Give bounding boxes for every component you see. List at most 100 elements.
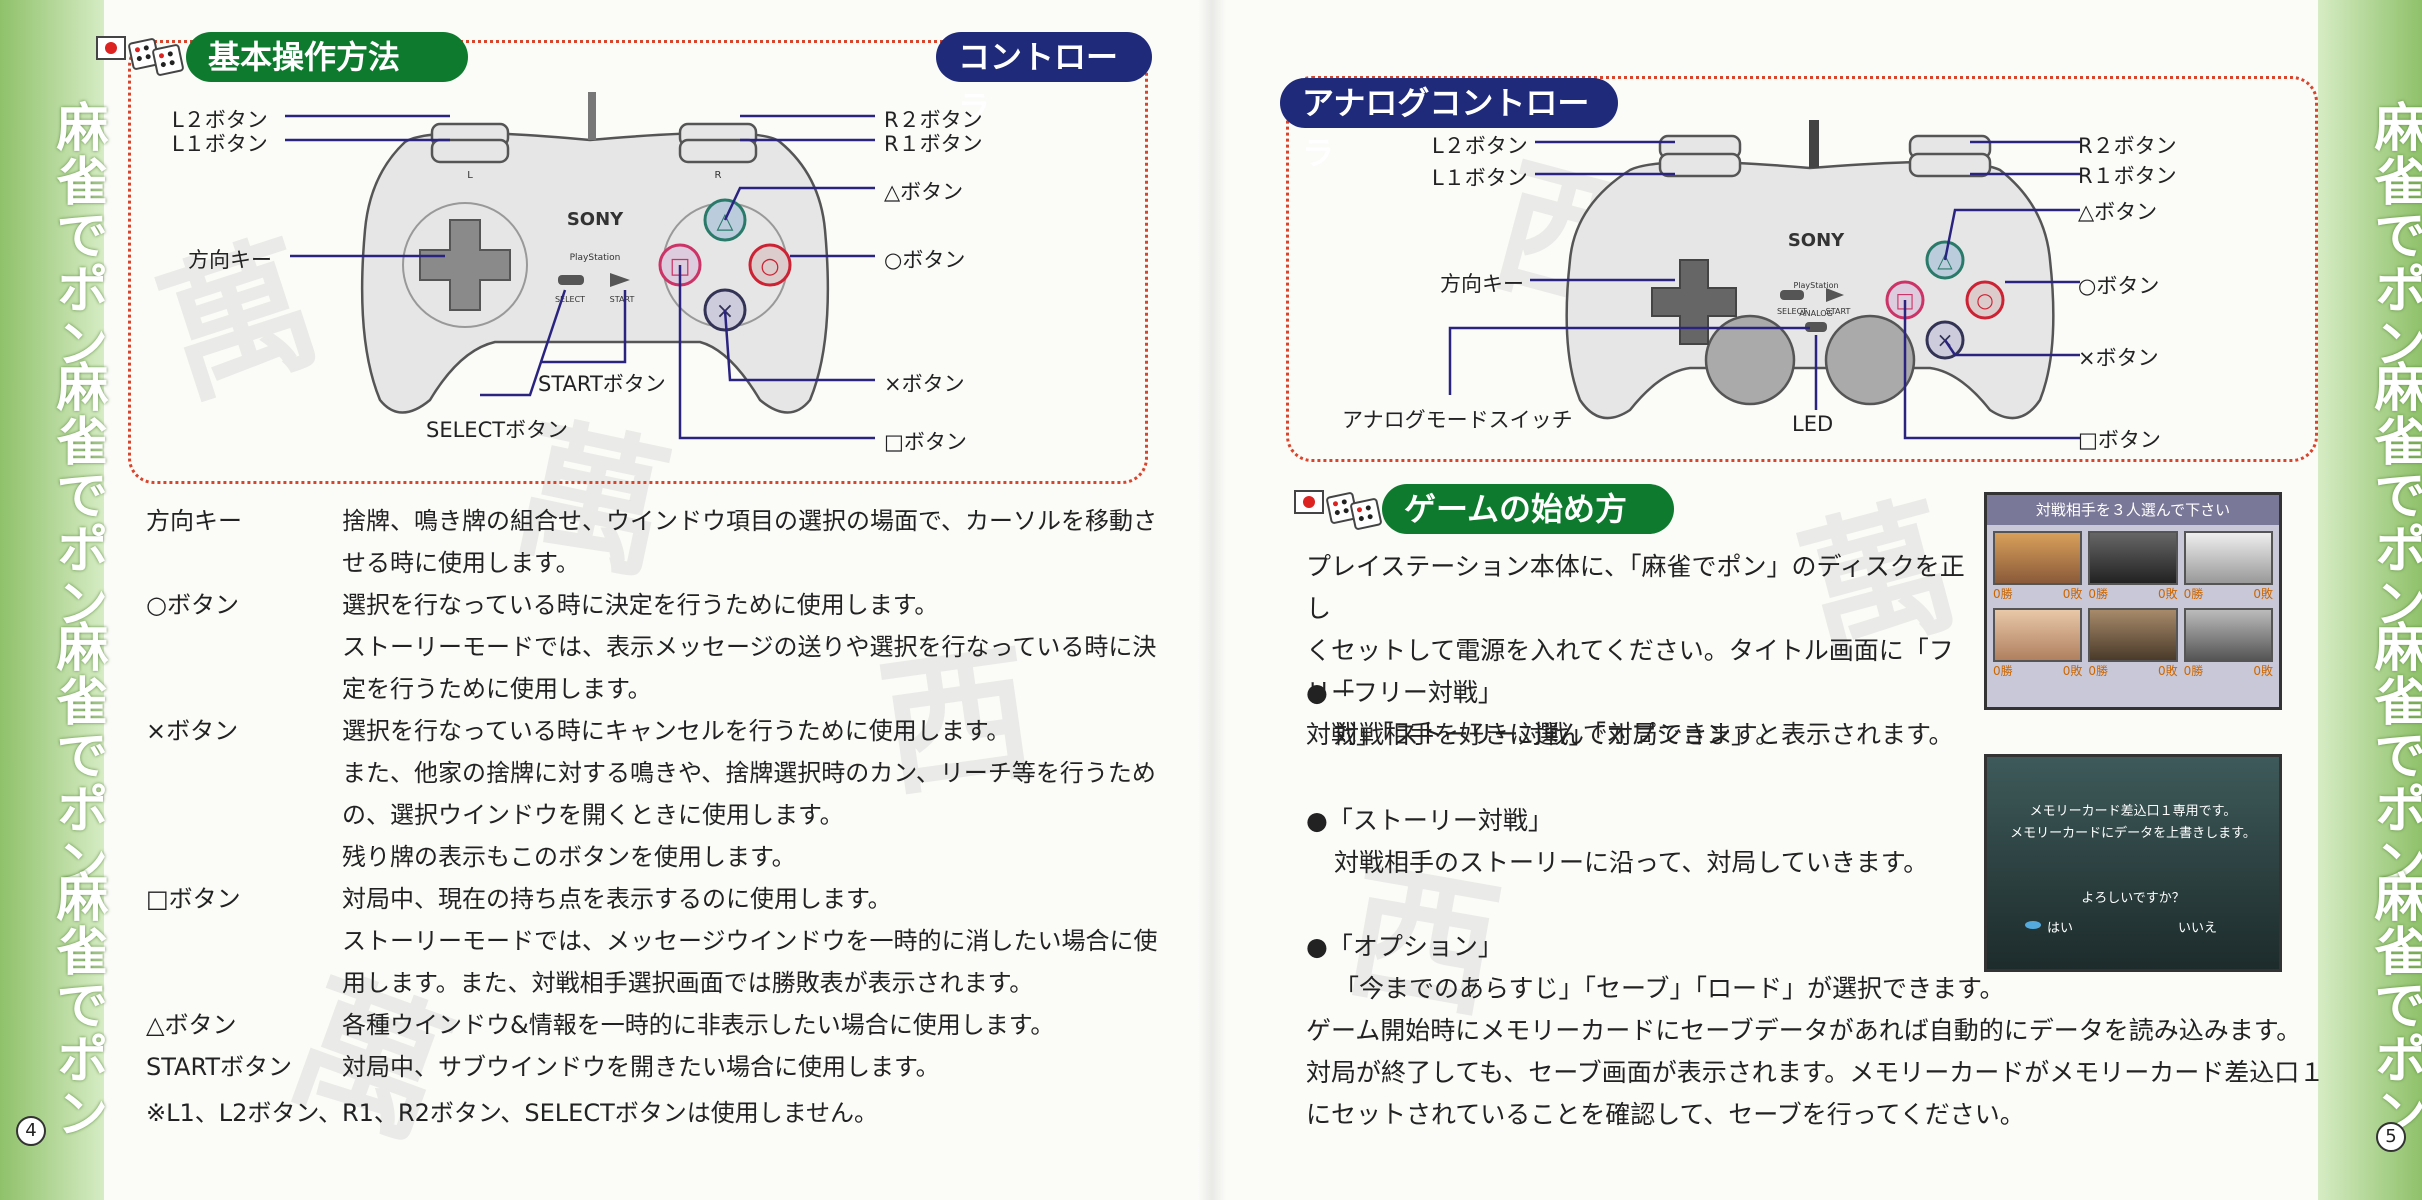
side-band-text: 麻雀でポン bbox=[2365, 360, 2422, 630]
flag-dice-icon bbox=[1294, 486, 1384, 536]
analog-label-circle: ○ボタン bbox=[2078, 274, 2160, 298]
desc-line: の、選択ウインドウを開くときに使用します。 bbox=[342, 801, 844, 829]
mode-option: ●「オプション」 「今までのあらすじ」「セーブ」「ロード」が選択できます。 ゲー… bbox=[1306, 926, 2406, 1136]
label-l2: L２ボタン bbox=[172, 108, 268, 132]
side-band-text: 麻雀でポン bbox=[47, 870, 107, 1140]
desc-text: 各種ウインドウ&情報を一時的に非表示したい場合に使用します。 bbox=[342, 1004, 1284, 1046]
label-square: □ボタン bbox=[884, 430, 967, 454]
no-option[interactable]: いいえ bbox=[2177, 921, 2217, 936]
l-small-text: L bbox=[467, 170, 473, 181]
desc-line: 対局中、サブウインドウを開きたい場合に使用します。 bbox=[342, 1053, 940, 1081]
side-band-text: 麻雀でポン bbox=[47, 360, 107, 630]
desc-row: ○ボタン 選択を行なっている時に決定を行うために使用します。 ストーリーモードで… bbox=[146, 584, 1286, 710]
desc-text: 対局中、サブウインドウを開きたい場合に使用します。 bbox=[342, 1046, 1284, 1088]
screenshot-header: 対戦相手を３人選んで下さい bbox=[1987, 495, 2279, 525]
page-number-right: 5 bbox=[2376, 1122, 2406, 1152]
desc-row: △ボタン 各種ウインドウ&情報を一時的に非表示したい場合に使用します。 bbox=[146, 1004, 1286, 1046]
loss-count: 0敗 bbox=[2158, 664, 2178, 678]
label-cross: ×ボタン bbox=[884, 372, 965, 396]
desc-key: ○ボタン bbox=[146, 591, 239, 619]
side-band-text: 麻雀でポン bbox=[2365, 100, 2422, 370]
opponent-cell: 0勝 0敗 bbox=[2088, 608, 2178, 679]
desc-text: 捨牌、鳴き牌の組合せ、ウインドウ項目の選択の場面で、カーソルを移動さ せる時に使… bbox=[342, 500, 1284, 584]
svg-text:△: △ bbox=[717, 209, 734, 234]
yes-option[interactable]: はい bbox=[2047, 921, 2074, 936]
right-side-band: 麻雀でポン 麻雀でポン 麻雀でポン 麻雀でポン bbox=[2318, 0, 2422, 1200]
desc-line: せる時に使用します。 bbox=[342, 549, 580, 577]
label-select: SELECTボタン bbox=[426, 418, 569, 442]
analog-label-cross: ×ボタン bbox=[2078, 346, 2159, 370]
desc-line: ストーリーモードでは、メッセージウインドウを一時的に消したい場合に使 bbox=[342, 927, 1158, 955]
analog-label-l2: L２ボタン bbox=[1432, 134, 1528, 158]
side-band-text: 麻雀でポン bbox=[47, 100, 107, 370]
controller-title: コントローラ bbox=[936, 32, 1152, 126]
opponent-cell: 0勝 0敗 bbox=[2088, 531, 2178, 602]
brand-text: SONY bbox=[1788, 230, 1845, 251]
mode-desc: 対戦相手を好きに選んで対局できます。 bbox=[1334, 720, 1781, 749]
desc-line: ストーリーモードでは、表示メッセージの送りや選択を行なっている時に決 bbox=[342, 633, 1157, 661]
playstation-text: PlayStation bbox=[570, 253, 621, 263]
section-title-basic-controls: 基本操作方法 bbox=[186, 32, 468, 82]
loss-count: 0敗 bbox=[2253, 664, 2273, 678]
analog-label-r2: R２ボタン bbox=[2078, 134, 2177, 158]
analog-controller-title: アナログコントローラ bbox=[1280, 78, 1618, 172]
label-dpad: 方向キー bbox=[188, 248, 272, 272]
intro-line: プレイステーション本体に、「麻雀でポン」のディスクを正し bbox=[1306, 552, 1965, 623]
closing-line: にセットされていることを確認して、セーブを行ってください。 bbox=[1306, 1100, 2025, 1129]
desc-key: 方向キー bbox=[146, 507, 242, 535]
opponent-cell: 0勝 0敗 bbox=[2183, 608, 2273, 679]
win-count: 0勝 bbox=[2183, 664, 2204, 678]
loss-count: 0敗 bbox=[2158, 587, 2178, 601]
label-l1: L１ボタン bbox=[172, 132, 268, 156]
win-count: 0勝 bbox=[2088, 664, 2108, 678]
dialog-line: メモリーカードにデータを上書きします。 bbox=[2010, 826, 2256, 841]
desc-line: 残り牌の表示もこのボタンを使用します。 bbox=[342, 843, 796, 871]
analog-label-mode-switch: アナログモードスイッチ bbox=[1342, 408, 1573, 432]
mode-free: ●「フリー対戦」 対戦相手を好きに選んで対局できます。 bbox=[1306, 672, 1966, 756]
win-count: 0勝 bbox=[1993, 587, 2013, 601]
desc-row: STARTボタン 対局中、サブウインドウを開きたい場合に使用します。 bbox=[146, 1046, 1286, 1088]
brand-text: SONY bbox=[567, 209, 624, 230]
win-count: 0勝 bbox=[2088, 587, 2108, 601]
win-count: 0勝 bbox=[2183, 587, 2204, 601]
desc-line: 捨牌、鳴き牌の組合せ、ウインドウ項目の選択の場面で、カーソルを移動さ bbox=[342, 507, 1158, 535]
win-count: 0勝 bbox=[1993, 664, 2013, 678]
analog-label-led: LED bbox=[1792, 412, 1834, 436]
controller-panel bbox=[128, 40, 1148, 484]
desc-line: 選択を行なっている時にキャンセルを行うために使用します。 bbox=[342, 717, 1011, 745]
desc-text: 対局中、現在の持ち点を表示するのに使用します。 ストーリーモードでは、メッセージ… bbox=[342, 878, 1284, 1004]
analog-label-triangle: △ボタン bbox=[2078, 200, 2158, 224]
left-side-band: 麻雀でポン 麻雀でポン 麻雀でポン 麻雀でポン bbox=[0, 0, 107, 1200]
desc-row: □ボタン 対局中、現在の持ち点を表示するのに使用します。 ストーリーモードでは、… bbox=[146, 878, 1286, 1004]
intro-line: 対戦」「ストーリー対戦」「オプション」と表示されます。 bbox=[1306, 720, 1954, 749]
desc-line: また、他家の捨牌に対する鳴きや、捨牌選択時のカン、リーチ等を行うため bbox=[342, 759, 1156, 787]
r-small-text: R bbox=[715, 170, 722, 181]
analog-label-square: □ボタン bbox=[2078, 428, 2161, 452]
select-small-text: SELECT bbox=[1777, 307, 1807, 316]
controller-illustration: △ ○ × □ SONY PlayStation SELECT START L … bbox=[285, 92, 875, 440]
side-band-text: 麻雀でポン bbox=[2365, 870, 2422, 1140]
side-band-text: 麻雀でポン bbox=[47, 620, 107, 890]
label-start: STARTボタン bbox=[538, 372, 666, 396]
label-triangle: △ボタン bbox=[884, 180, 964, 204]
closing-line: ゲーム開始時にメモリーカードにセーブデータがあれば自動的にデータを読み込みます。 bbox=[1306, 1016, 2302, 1045]
mode-title: ●「オプション」 bbox=[1306, 932, 1503, 961]
start-small-text: START bbox=[610, 295, 635, 304]
desc-text: 選択を行なっている時にキャンセルを行うために使用します。 また、他家の捨牌に対す… bbox=[342, 710, 1284, 878]
playstation-text: PlayStation bbox=[1793, 281, 1838, 290]
svg-text:○: ○ bbox=[760, 254, 779, 279]
desc-line: 対局中、現在の持ち点を表示するのに使用します。 bbox=[342, 885, 892, 913]
side-band-text: 麻雀でポン bbox=[2365, 620, 2422, 890]
analog-controller-illustration: △ ○ × □ SONY PlayStation SELECT START AN… bbox=[1448, 120, 2080, 440]
section-title-getting-started: ゲームの始め方 bbox=[1382, 484, 1674, 534]
desc-line: 定を行うために使用します。 bbox=[342, 675, 652, 703]
desc-key: □ボタン bbox=[146, 885, 241, 913]
button-descriptions: 方向キー 捨牌、鳴き牌の組合せ、ウインドウ項目の選択の場面で、カーソルを移動さ … bbox=[146, 500, 1286, 1134]
desc-line: 選択を行なっている時に決定を行うために使用します。 bbox=[342, 591, 939, 619]
intro-paragraph: プレイステーション本体に、「麻雀でポン」のディスクを正し くセットして電源を入れ… bbox=[1306, 546, 1966, 756]
